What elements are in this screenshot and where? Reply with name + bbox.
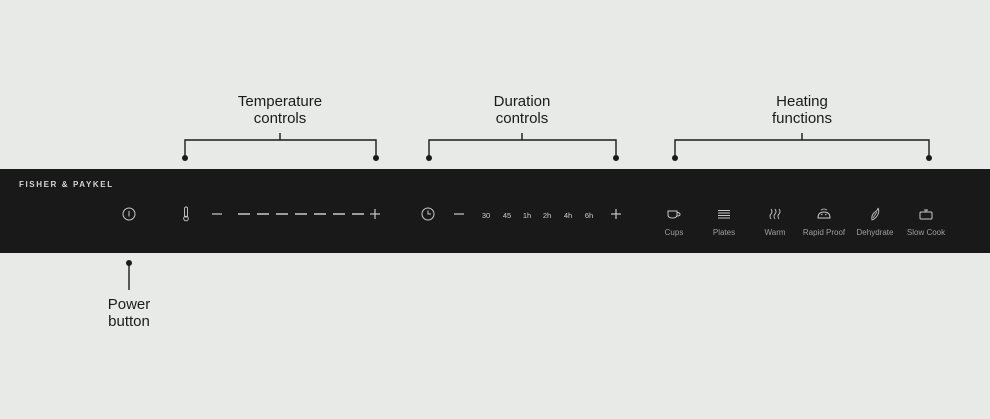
plates-icon[interactable] [714,207,734,221]
duration-label-line2: controls [495,110,549,127]
rapid-proof-icon[interactable] [814,207,834,221]
duration-option-30[interactable]: 30 [481,211,491,220]
function-label-slow-cook: Slow Cook [906,228,946,237]
duration-option-45[interactable]: 45 [502,211,512,220]
power-button-label: Power button [79,296,179,330]
duration-label-line1: Duration [493,93,551,110]
temperature-controls-label: Temperature controls [230,93,330,127]
power-icon [122,207,136,221]
function-label-dehydrate: Dehydrate [856,228,894,237]
timer-icon [421,207,435,221]
power-label-line1: Power [107,296,151,313]
power-button[interactable] [122,207,136,221]
duration-minus-button[interactable] [452,208,466,220]
warm-icon[interactable] [765,207,785,221]
dehydrate-icon[interactable] [865,207,885,221]
function-label-rapid-proof: Rapid Proof [802,228,846,237]
power-label-line2: button [108,313,150,330]
duration-option-2h[interactable]: 2h [542,211,552,220]
temperature-label-line2: controls [253,110,307,127]
duration-option-1h[interactable]: 1h [522,211,532,220]
duration-option-6h[interactable]: 6h [584,211,594,220]
duration-bracket-dot-left [426,155,432,161]
power-callout-dot [126,260,132,266]
temperature-label-line1: Temperature [237,93,323,110]
heating-label-line1: Heating [776,93,828,110]
function-label-warm: Warm [764,228,786,237]
heating-functions-label: Heating functions [752,93,852,127]
duration-controls-label: Duration controls [472,93,572,127]
cups-icon[interactable] [664,207,684,221]
temperature-bracket-dot-right [373,155,379,161]
temperature-bracket-dot-left [182,155,188,161]
control-panel [0,169,990,253]
brand-logo: FISHER & PAYKEL [19,180,114,189]
slow-cook-icon[interactable] [916,207,936,221]
function-label-cups: Cups [664,228,684,237]
thermometer-icon [183,206,189,222]
heating-bracket-dot-left [672,155,678,161]
heating-label-line2: functions [771,110,833,127]
duration-bracket-dot-right [613,155,619,161]
duration-plus-button[interactable] [609,208,623,220]
duration-option-4h[interactable]: 4h [563,211,573,220]
function-label-plates: Plates [712,228,736,237]
temperature-slider[interactable] [210,208,382,220]
heating-bracket-dot-right [926,155,932,161]
